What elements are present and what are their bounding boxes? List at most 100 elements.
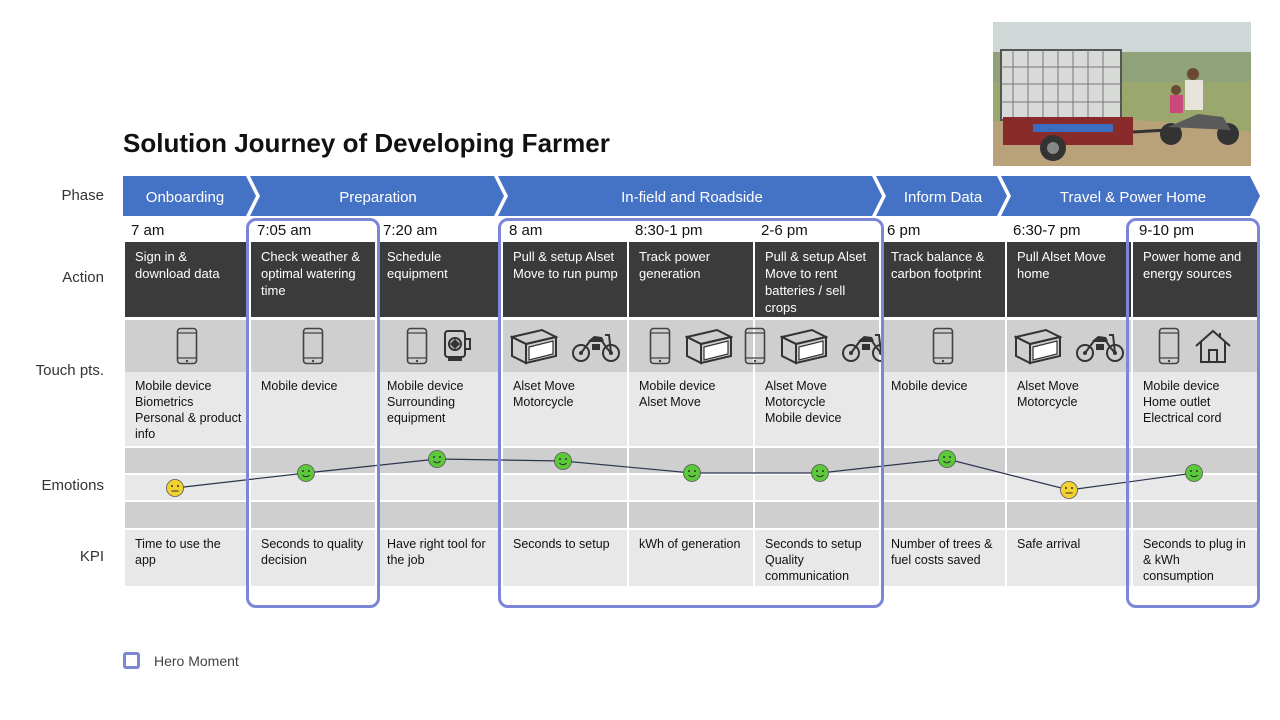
neutral-face-icon — [1060, 481, 1078, 499]
phone-icon — [1158, 327, 1180, 365]
kpi-text: Safe arrival — [1007, 530, 1131, 586]
touch-point-text: Alset Move Motorcycle — [503, 372, 627, 446]
kpi-text: Seconds to quality decision — [251, 530, 375, 586]
touch-point-icons — [881, 320, 1005, 372]
motorcycle-icon — [842, 329, 890, 363]
happy-face-icon — [1185, 464, 1203, 482]
emotion-band — [881, 475, 1005, 500]
step-time: 7:05 am — [257, 222, 312, 239]
emotion-band — [377, 502, 501, 528]
kpi-text: Time to use the app — [125, 530, 249, 586]
touch-point-icons — [1133, 320, 1257, 372]
happy-face-icon — [938, 450, 956, 468]
phase-chevron-in-field — [498, 176, 882, 216]
pump-icon — [442, 327, 472, 365]
emotion-band — [1007, 448, 1131, 473]
phase-chevron-inform-data — [876, 176, 1007, 216]
kpi-text: Have right tool for the job — [377, 530, 501, 586]
kpi-text: Number of trees & fuel costs saved — [881, 530, 1005, 586]
step-action: Check weather & optimal watering time — [251, 242, 375, 317]
page-title: Solution Journey of Developing Farmer — [123, 128, 610, 158]
row-label-emotions: Emotions — [41, 477, 104, 494]
emotion-band — [125, 502, 249, 528]
touch-point-icons — [125, 320, 249, 372]
step-action: Track power generation — [629, 242, 753, 317]
emotion-band — [755, 502, 879, 528]
phase-label: Preparation — [339, 189, 417, 206]
row-label-kpi: KPI — [79, 548, 104, 565]
phone-icon — [744, 327, 766, 365]
phase-chevron-onboarding — [123, 176, 256, 216]
emotion-band — [251, 475, 375, 500]
emotion-band — [881, 502, 1005, 528]
touch-point-icons — [629, 320, 753, 372]
emotion-band — [1007, 502, 1131, 528]
row-label-touch-points: Touch pts. — [35, 362, 104, 379]
phase-label: Inform Data — [904, 189, 983, 206]
neutral-face-icon — [166, 479, 184, 497]
emotion-band — [125, 475, 249, 500]
house-icon — [1194, 328, 1232, 364]
step-action: Track balance & carbon footprint — [881, 242, 1005, 317]
box-icon — [1014, 327, 1062, 365]
touch-point-icons — [251, 320, 375, 372]
kpi-text: Seconds to setup Quality communication — [755, 530, 879, 586]
touch-point-icons — [1007, 320, 1131, 372]
step-action: Sign in & download data — [125, 242, 249, 317]
motorcycle-icon — [572, 329, 620, 363]
phone-icon — [406, 327, 428, 365]
kpi-text: Seconds to plug in & kWh consumption — [1133, 530, 1257, 586]
step-time: 8 am — [509, 222, 543, 239]
touch-point-icons — [744, 320, 890, 372]
phone-icon — [176, 327, 198, 365]
emotion-band — [503, 502, 627, 528]
hero-moment-outline — [1126, 218, 1260, 608]
phone-icon — [932, 327, 954, 365]
motorcycle-icon — [1076, 329, 1124, 363]
row-label-action: Action — [62, 269, 104, 286]
touch-point-text: Mobile device — [251, 372, 375, 446]
kpi-text: kWh of generation — [629, 530, 753, 586]
phone-icon — [649, 327, 671, 365]
hero-moment-outline — [246, 218, 380, 608]
touch-point-text: Mobile device Alset Move — [629, 372, 753, 446]
row-label-phase: Phase — [61, 187, 104, 204]
emotion-band — [377, 475, 501, 500]
happy-face-icon — [554, 452, 572, 470]
step-action: Schedule equipment — [377, 242, 501, 317]
touch-point-text: Mobile device Surrounding equipment — [377, 372, 501, 446]
phase-chevron-preparation — [250, 176, 504, 216]
farmer-photo — [993, 22, 1251, 166]
touch-point-text: Alset Move Motorcycle Mobile device — [755, 372, 879, 446]
phase-label: Travel & Power Home — [1060, 189, 1206, 206]
phase-label: Onboarding — [146, 189, 224, 206]
hero-moment-outline — [498, 218, 884, 608]
touch-point-text: Mobile device Home outlet Electrical cor… — [1133, 372, 1257, 446]
happy-face-icon — [811, 464, 829, 482]
emotion-band — [629, 502, 753, 528]
happy-face-icon — [297, 464, 315, 482]
step-action: Pull Alset Move home — [1007, 242, 1131, 317]
hero-moment-legend-swatch — [123, 652, 140, 669]
happy-face-icon — [683, 464, 701, 482]
box-icon — [780, 327, 828, 365]
box-icon — [510, 327, 558, 365]
step-action: Power home and energy sources — [1133, 242, 1257, 317]
touch-point-text: Mobile device — [881, 372, 1005, 446]
touch-point-text: Mobile device Biometrics Personal & prod… — [125, 372, 249, 446]
happy-face-icon — [428, 450, 446, 468]
emotion-band — [251, 502, 375, 528]
emotion-band — [1133, 502, 1257, 528]
hero-moment-legend-label: Hero Moment — [154, 653, 239, 669]
step-time: 6:30-7 pm — [1013, 222, 1081, 239]
step-action: Pull & setup Alset Move to run pump — [503, 242, 627, 317]
phase-label: In-field and Roadside — [621, 189, 763, 206]
touch-point-icons — [377, 320, 501, 372]
box-icon — [685, 327, 733, 365]
touch-point-text: Alset Move Motorcycle — [1007, 372, 1131, 446]
step-action: Pull & setup Alset Move to rent batterie… — [755, 242, 879, 317]
step-time: 9-10 pm — [1139, 222, 1195, 239]
phase-bar: Onboarding Preparation In-field and Road… — [123, 176, 1260, 216]
step-time: 7 am — [131, 222, 165, 239]
emotion-band — [503, 475, 627, 500]
